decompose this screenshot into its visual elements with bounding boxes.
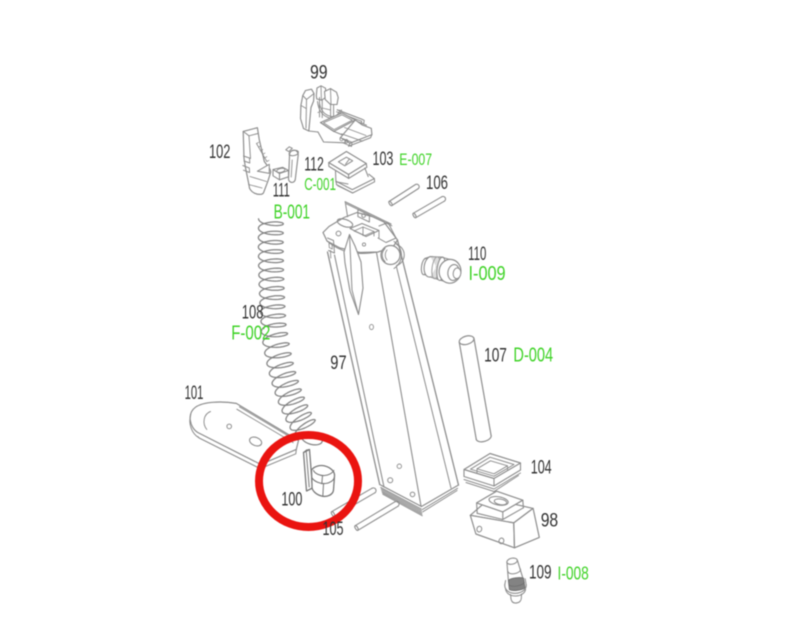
svg-text:111: 111 — [273, 180, 290, 202]
svg-text:100: 100 — [281, 488, 302, 510]
svg-text:I-009: I-009 — [469, 263, 506, 285]
svg-text:97: 97 — [330, 352, 346, 374]
svg-text:105: 105 — [323, 518, 344, 540]
svg-text:110: 110 — [468, 243, 486, 265]
svg-text:101: 101 — [185, 382, 204, 404]
svg-text:I-008: I-008 — [558, 564, 589, 584]
svg-text:107: 107 — [484, 345, 507, 367]
svg-text:C-001: C-001 — [304, 174, 336, 194]
svg-text:102: 102 — [209, 141, 230, 163]
svg-text:109: 109 — [529, 562, 552, 584]
svg-text:E-007: E-007 — [399, 151, 432, 169]
svg-text:103: 103 — [373, 148, 394, 170]
svg-text:98: 98 — [541, 510, 559, 532]
svg-text:B-001: B-001 — [274, 202, 310, 224]
svg-text:106: 106 — [426, 172, 448, 194]
svg-text:D-004: D-004 — [513, 345, 553, 367]
svg-text:112: 112 — [304, 154, 324, 176]
svg-text:99: 99 — [310, 61, 328, 83]
svg-text:F-002: F-002 — [231, 323, 270, 345]
svg-text:104: 104 — [531, 457, 552, 479]
svg-text:108: 108 — [242, 302, 264, 324]
